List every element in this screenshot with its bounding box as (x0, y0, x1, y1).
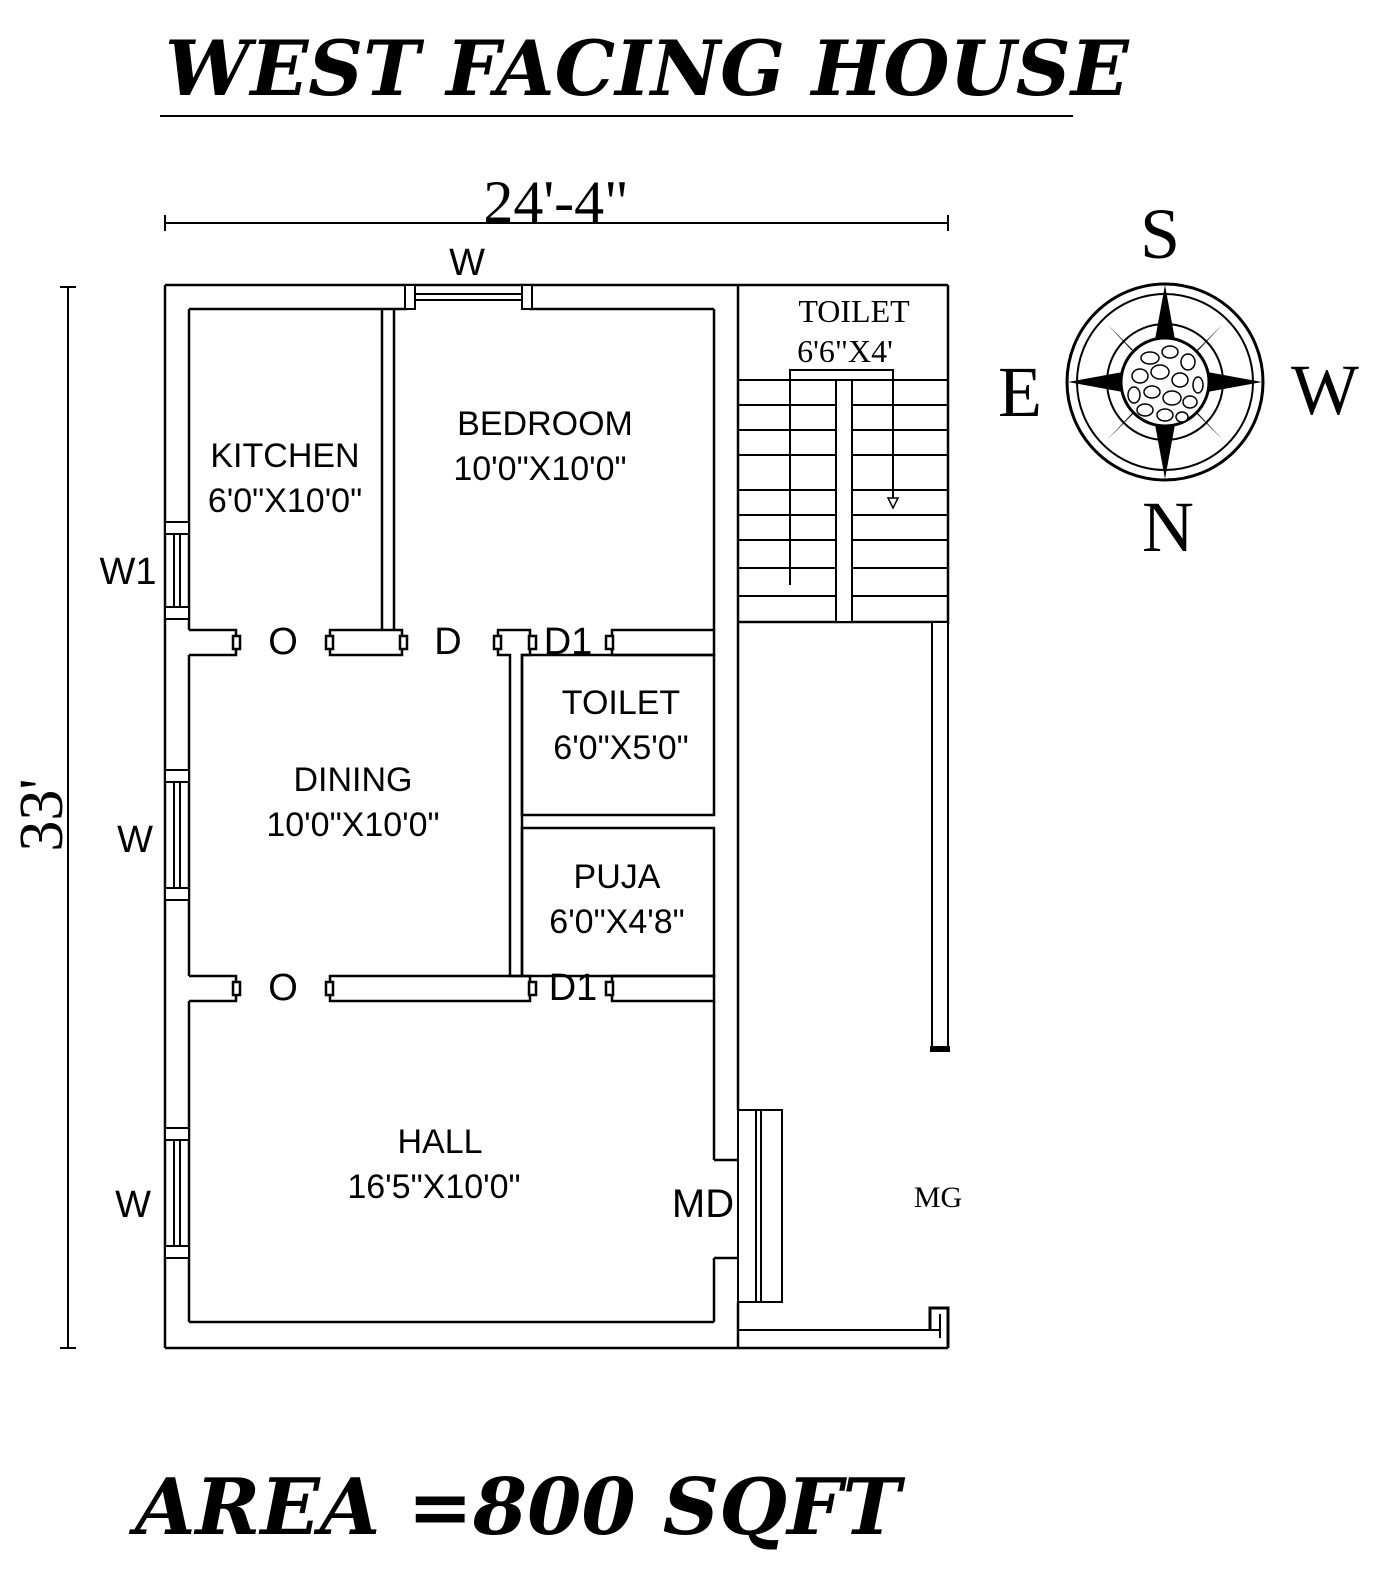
compass-bottom-label: N (1142, 487, 1194, 567)
dining-window (164, 769, 190, 901)
stair-toilet-label: TOILET (798, 293, 910, 329)
main-door-label: MD (672, 1182, 734, 1226)
staircase (738, 369, 948, 624)
kitchen-window (164, 521, 190, 620)
main-gate-label: MG (914, 1181, 962, 1214)
kitchen-opening-label: O (268, 621, 298, 663)
puja-door-label: D1 (549, 967, 598, 1009)
toilet-size: 6'0"X5'0" (553, 729, 688, 767)
plan-title: WEST FACING HOUSE (165, 24, 1130, 113)
kitchen-window-label: W1 (100, 551, 157, 593)
compass-top-label: S (1140, 194, 1180, 274)
top-window-label: W (449, 242, 485, 284)
hall-size: 16'5"X10'0" (347, 1168, 520, 1206)
inner-walls (187, 307, 738, 1324)
puja-size: 6'0"X4'8" (549, 903, 684, 941)
compass-right-label: W (1291, 350, 1359, 430)
toilet-door-label: D1 (544, 621, 593, 663)
compass-left-label: E (998, 352, 1042, 432)
dining-window-label: W (117, 819, 153, 861)
compass-rose-icon (1065, 282, 1265, 482)
bedroom-label: BEDROOM (457, 405, 633, 443)
kitchen-size: 6'0"X10'0" (208, 482, 362, 520)
kitchen-bedroom-partition (380, 309, 396, 630)
hall-opening-label: O (268, 967, 298, 1009)
hall-label: HALL (397, 1123, 482, 1161)
depth-dimension: 33' (8, 286, 76, 1349)
hall-window-label: W (115, 1184, 151, 1226)
lower-horizontal-wall (189, 974, 716, 1003)
puja-label: PUJA (574, 858, 661, 896)
depth-label: 33' (8, 778, 76, 851)
toilet-label: TOILET (562, 684, 680, 722)
width-label: 24'-4" (483, 169, 628, 235)
bedroom-door-label: D (434, 621, 461, 663)
main-door-frame (737, 1109, 783, 1303)
stair-toilet-size: 6'6"X4' (797, 333, 893, 369)
dining-label: DINING (294, 761, 413, 799)
compound-wall (738, 621, 950, 1350)
outer-walls (163, 283, 950, 1350)
bedroom-size: 10'0"X10'0" (453, 450, 626, 488)
dining-size: 10'0"X10'0" (266, 806, 439, 844)
width-dimension: 24'-4" (164, 169, 949, 235)
area-label: AREA =800 SQFT (128, 1462, 905, 1553)
hall-window (164, 1127, 190, 1259)
top-window (404, 284, 533, 310)
kitchen-label: KITCHEN (210, 437, 359, 475)
